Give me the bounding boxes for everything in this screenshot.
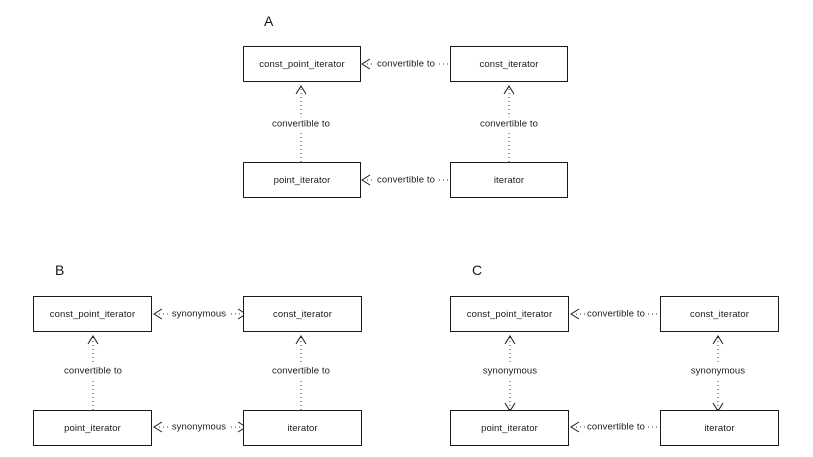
panel-a-edge-label-top-horizontal: convertible to — [375, 58, 437, 70]
panel-c-edge-label-bottom-horizontal: convertible to — [585, 421, 647, 433]
panel-c-node-iterator[interactable]: iterator — [660, 410, 779, 446]
panel-c-node-const-point-iterator[interactable]: const_point_iterator — [450, 296, 569, 332]
panel-c-label: C — [472, 262, 483, 278]
edge-b-left-vertical-arrow-up — [87, 335, 99, 345]
panel-c-node-const-iterator[interactable]: const_iterator — [660, 296, 779, 332]
panel-a-node-const-iterator[interactable]: const_iterator — [450, 46, 568, 82]
edge-c-bottom-horizontal-arrow-left — [570, 421, 580, 433]
panel-a-node-point-iterator[interactable]: point_iterator — [243, 162, 361, 198]
edge-c-right-vertical-arrow-up — [712, 335, 724, 345]
panel-a-edge-label-right-vertical: convertible to — [477, 117, 541, 131]
panel-b-node-const-iterator[interactable]: const_iterator — [243, 296, 362, 332]
panel-b-node-point-iterator[interactable]: point_iterator — [33, 410, 152, 446]
panel-b-node-iterator[interactable]: iterator — [243, 410, 362, 446]
panel-c-edge-label-right-vertical: synonymous — [687, 364, 749, 378]
panel-a-node-iterator[interactable]: iterator — [450, 162, 568, 198]
edge-a-left-vertical-arrow-up — [295, 85, 307, 95]
panel-b-edge-label-left-vertical: convertible to — [61, 364, 125, 378]
panel-c-node-point-iterator[interactable]: point_iterator — [450, 410, 569, 446]
edge-b-bottom-horizontal-arrow-left — [153, 421, 163, 433]
edge-a-top-horizontal-arrow-left — [361, 58, 371, 70]
panel-a-edge-label-bottom-horizontal: convertible to — [375, 174, 437, 186]
panel-a-edge-label-left-vertical: convertible to — [269, 117, 333, 131]
panel-b-node-const-point-iterator[interactable]: const_point_iterator — [33, 296, 152, 332]
panel-b-edge-label-top-horizontal: synonymous — [169, 308, 229, 320]
edge-b-right-vertical-arrow-up — [295, 335, 307, 345]
panel-b-label: B — [55, 262, 65, 278]
edge-a-bottom-horizontal-arrow-left — [361, 174, 371, 186]
edge-c-top-horizontal-arrow-left — [570, 308, 580, 320]
edge-a-right-vertical-arrow-up — [503, 85, 515, 95]
edge-b-top-horizontal-arrow-left — [153, 308, 163, 320]
panel-c-edge-label-left-vertical: synonymous — [479, 364, 541, 378]
edge-c-left-vertical-arrow-up — [504, 335, 516, 345]
panel-b-edge-label-bottom-horizontal: synonymous — [169, 421, 229, 433]
panel-a-node-const-point-iterator[interactable]: const_point_iterator — [243, 46, 361, 82]
panel-a-label: A — [264, 13, 274, 29]
panel-c-edge-label-top-horizontal: convertible to — [585, 308, 647, 320]
panel-b-edge-label-right-vertical: convertible to — [269, 364, 333, 378]
